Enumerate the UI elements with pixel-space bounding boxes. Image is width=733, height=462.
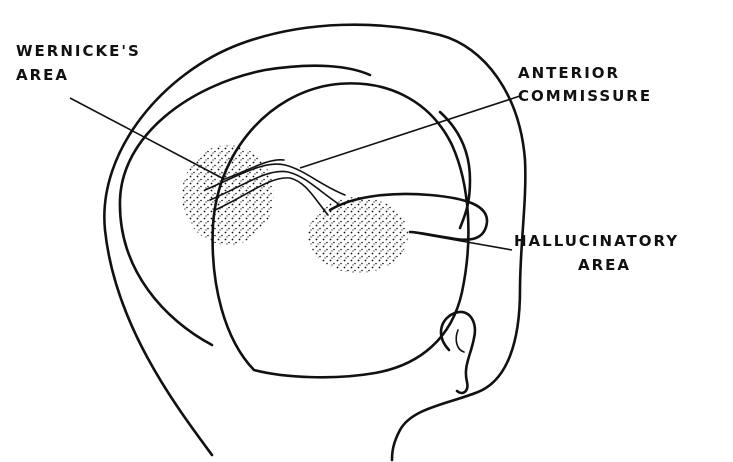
inner-fold (440, 112, 470, 228)
wernickes-area-stipple (182, 145, 274, 245)
ear-inner (456, 330, 464, 352)
label-wernickes-line2: AREA (16, 66, 69, 84)
label-commissure-line2: COMMISSURE (518, 87, 652, 105)
label-wernickes-line1: WERNICKE'S (16, 42, 141, 60)
hallucinatory-leader-line (410, 232, 512, 250)
label-hallucinatory-line1: HALLUCINATORY (514, 232, 679, 250)
label-hallucinatory-line2: AREA (578, 256, 631, 274)
label-anterior-line1: ANTERIOR (518, 64, 620, 82)
ear-outline (441, 312, 475, 393)
commissure-leader-line (300, 96, 520, 168)
